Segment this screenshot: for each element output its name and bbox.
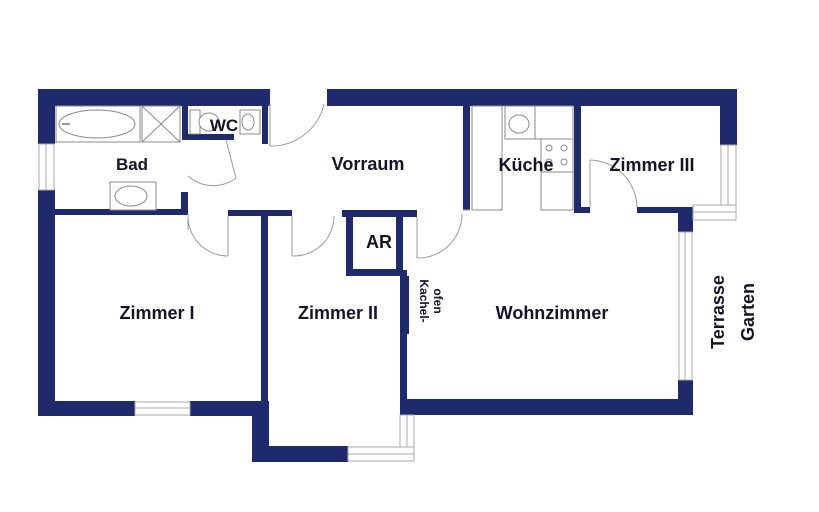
windows [38, 143, 737, 462]
wall [574, 207, 590, 213]
doors [187, 103, 638, 259]
wall [38, 401, 135, 416]
kitchen-counter [471, 105, 503, 211]
kitchen-counter-low [540, 171, 574, 211]
wall [327, 89, 737, 106]
room-label-vorraum: Vorraum [332, 154, 405, 174]
walls [38, 89, 737, 462]
room-label-kueche: Küche [498, 155, 553, 175]
wall [346, 269, 402, 276]
wall [396, 210, 403, 270]
wall [261, 210, 268, 410]
kitchen-counter-top [534, 105, 574, 140]
wall [346, 210, 353, 276]
wall [182, 134, 234, 140]
room-label-bad: Bad [116, 155, 148, 174]
wall [342, 210, 417, 217]
wall [678, 207, 693, 232]
wall [55, 209, 188, 215]
wall [678, 380, 693, 415]
outside-label-garten: Garten [738, 283, 758, 341]
room-label-ar: AR [366, 232, 392, 252]
room-label-wc: WC [210, 116, 238, 135]
fixtures [55, 105, 574, 334]
wall [182, 104, 188, 140]
wall [262, 104, 268, 144]
wall [38, 89, 55, 144]
wall [181, 192, 188, 214]
wall [400, 399, 693, 415]
fixture-label-kachelofen-2: ofen [431, 288, 445, 313]
wall [190, 401, 266, 416]
wall [463, 104, 470, 210]
wall [637, 207, 693, 213]
wall [38, 89, 270, 106]
partitions [55, 104, 693, 410]
room-label-zimmer-2: Zimmer II [298, 303, 378, 323]
room-label-zimmer-1: Zimmer I [119, 303, 194, 323]
wall [720, 89, 737, 145]
stove [540, 138, 574, 173]
outside-label-terrasse: Terrasse [708, 275, 728, 349]
fixture-label-kachelofen-1: Kachel- [417, 279, 431, 322]
wall [400, 270, 407, 410]
room-label-wohnzimmer: Wohnzimmer [496, 303, 609, 323]
wall [38, 190, 55, 416]
wall [252, 446, 348, 462]
wall [574, 104, 581, 212]
wall [228, 210, 292, 216]
labels: Bad WC Vorraum Küche Zimmer III AR Zimme… [116, 116, 758, 349]
tiled-stove [403, 276, 409, 334]
room-label-zimmer-3: Zimmer III [609, 155, 694, 175]
